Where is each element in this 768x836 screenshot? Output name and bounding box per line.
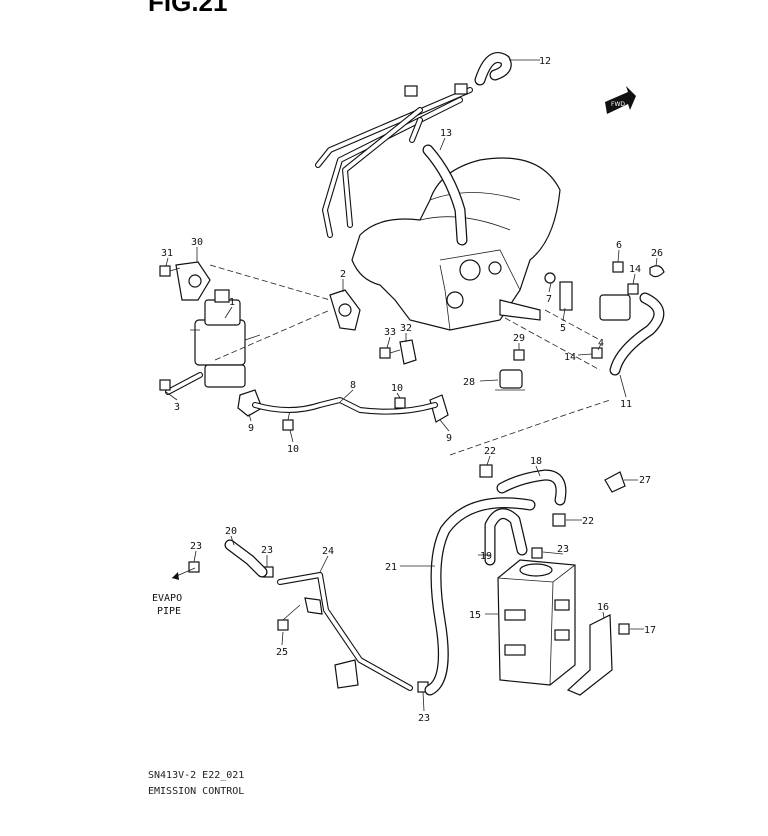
hose-21 [424,497,536,696]
hose-19 [484,508,528,566]
hose-13 [422,144,468,246]
figure-footer: SN413V-2 E22_021 EMISSION CONTROL [148,768,244,800]
evapo-note-line1: EVAPO [152,593,182,604]
callout-4: 4 [598,338,604,349]
callout-15: 15 [469,610,481,621]
callout-30: 30 [191,237,203,248]
callout-21: 21 [385,562,397,573]
callout-6: 6 [616,240,622,251]
gaskets [175,261,449,423]
callout-9: 9 [248,423,254,434]
figure-caption: EMISSION CONTROL [148,786,245,797]
upper-pipe-assembly [315,83,473,238]
callout-22: 22 [484,446,496,457]
callout-28: 28 [463,377,475,388]
forward-arrow-badge: FWD [605,86,636,114]
callout-13: 13 [440,128,452,139]
callout-25: 25 [276,647,288,658]
callout-14: 14 [629,264,641,275]
bolts [159,261,665,693]
sensor-28 [495,369,525,391]
callout-23b: 23 [261,545,273,556]
callout-23c: 23 [557,544,569,555]
callout-20: 20 [225,526,237,537]
callout-11: 11 [620,399,632,410]
callout-19: 19 [480,551,492,562]
callout-9b: 9 [446,433,452,444]
vsv-solenoid [544,272,631,321]
hose-11 [609,292,665,376]
callout-27: 27 [639,475,651,486]
hose-12 [474,52,512,86]
callout-8: 8 [350,380,356,391]
callout-labels: 12 13 31 30 2 1 6 26 14 7 5 33 32 29 4 1… [152,56,663,724]
callout-10: 10 [391,383,403,394]
callout-2: 2 [340,269,346,280]
callout-12: 12 [539,56,551,67]
egr-valve [165,289,261,395]
callout-24: 24 [322,546,334,557]
callout-32: 32 [400,323,412,334]
callout-10b: 10 [287,444,299,455]
intake-manifold [351,157,561,331]
figure-title: FIG.21 [148,0,228,17]
callout-3: 3 [174,402,180,413]
callout-14b: 14 [564,352,576,363]
callout-1: 1 [229,297,235,308]
callout-26: 26 [651,248,663,259]
charcoal-canister [497,559,576,686]
figure-code: SN413V-2 E22_021 [148,770,245,781]
callout-16: 16 [597,602,609,613]
evapo-note-line2: PIPE [157,606,181,617]
callout-18: 18 [530,456,542,467]
callout-33: 33 [384,327,396,338]
hose-18 [496,469,567,506]
egr-pipe [252,397,438,415]
callout-22b: 22 [582,516,594,527]
callout-23: 23 [190,541,202,552]
callout-5: 5 [560,323,566,334]
evap-hoses [224,539,413,691]
callout-29: 29 [513,333,525,344]
callout-17: 17 [644,625,656,636]
fwd-label: FWD [611,101,625,108]
callout-23d: 23 [418,713,430,724]
canister-bracket [566,614,613,696]
callout-31: 31 [161,248,173,259]
callout-7: 7 [546,294,552,305]
